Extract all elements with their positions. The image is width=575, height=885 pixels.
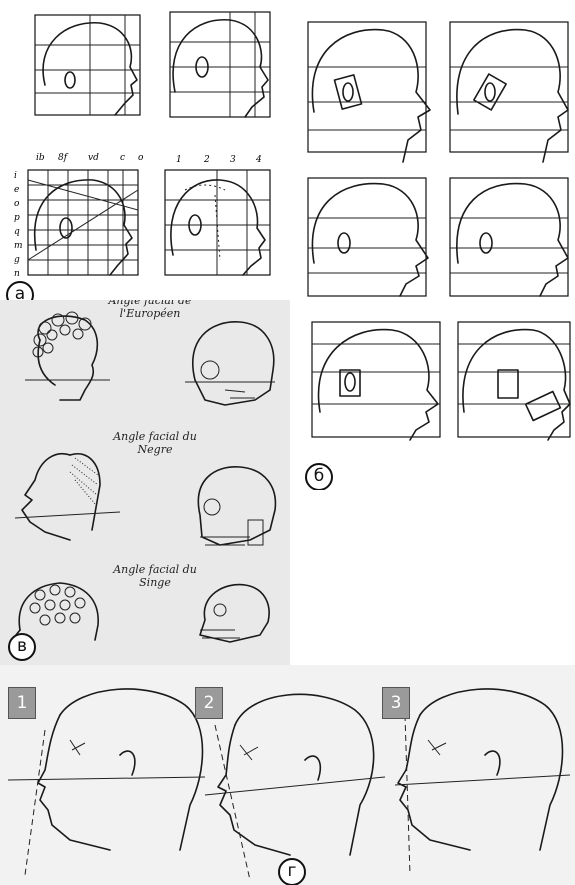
head-number-tab: 3 <box>382 687 410 719</box>
caption-negre: Angle facial du Negre <box>95 430 215 456</box>
caption-singe: Angle facial du Singe <box>95 563 215 589</box>
grid-label: p <box>14 213 20 223</box>
european-profile <box>25 312 110 400</box>
profile-head-1 <box>8 689 205 875</box>
grid-label: c <box>120 153 125 163</box>
grid-head-sketch <box>28 170 138 275</box>
grid-head-sketch <box>35 15 140 115</box>
head-number-tab: 1 <box>8 687 36 719</box>
profile-head-2 <box>205 694 385 880</box>
grid-label: i <box>14 171 17 181</box>
caption-european: Angle facial de l'Européen <box>85 300 215 320</box>
grid-label: 8f <box>58 153 69 163</box>
grid-label: m <box>14 241 23 251</box>
profile-head-sketch <box>308 178 428 296</box>
panel-b-drawings <box>290 0 575 490</box>
grid-label: n <box>14 269 20 279</box>
panel-g: 1 2 3 г <box>0 665 575 885</box>
panel-g-badge: г <box>278 858 306 885</box>
grid-label: q <box>14 227 20 237</box>
grid-label: 4 <box>255 155 262 165</box>
grid-label: o <box>138 153 144 163</box>
panel-b: б <box>290 0 575 490</box>
grid-head-sketch <box>165 170 270 275</box>
profile-head-sketch <box>308 22 430 162</box>
profile-head-sketch <box>450 178 568 296</box>
grid-label: vd <box>88 153 99 163</box>
side-labels: i e o p q m g n <box>14 171 23 279</box>
negre-profile <box>15 454 120 540</box>
profile-head-sketch <box>312 322 440 440</box>
profile-head-sketch <box>450 22 568 162</box>
grid-label: g <box>14 255 20 265</box>
panel-v-drawings <box>0 300 290 665</box>
grid-label: 3 <box>230 155 236 165</box>
singe-skull <box>200 585 269 642</box>
profile-head-sketch <box>458 322 570 440</box>
grid-label: 1 <box>176 155 182 165</box>
panel-a: ib 8f vd c o 1 2 3 4 i e o p q m g n <box>0 0 290 300</box>
head-number-tab: 2 <box>195 687 223 719</box>
panel-v: Angle facial de l'Européen Angle facial … <box>0 300 290 665</box>
grid-label: 2 <box>203 155 210 165</box>
panel-b-badge: б <box>305 463 333 490</box>
panel-g-drawings <box>0 665 575 885</box>
grid-label: o <box>14 199 20 209</box>
grid-label: e <box>14 185 19 195</box>
grid-label: ib <box>36 153 45 163</box>
negre-skull <box>198 467 275 545</box>
profile-head-3 <box>395 689 570 875</box>
panel-a-drawings: ib 8f vd c o 1 2 3 4 i e o p q m g n <box>0 0 290 300</box>
grid-head-sketch <box>170 12 270 117</box>
panel-v-badge: в <box>8 633 36 661</box>
european-skull <box>185 322 275 405</box>
